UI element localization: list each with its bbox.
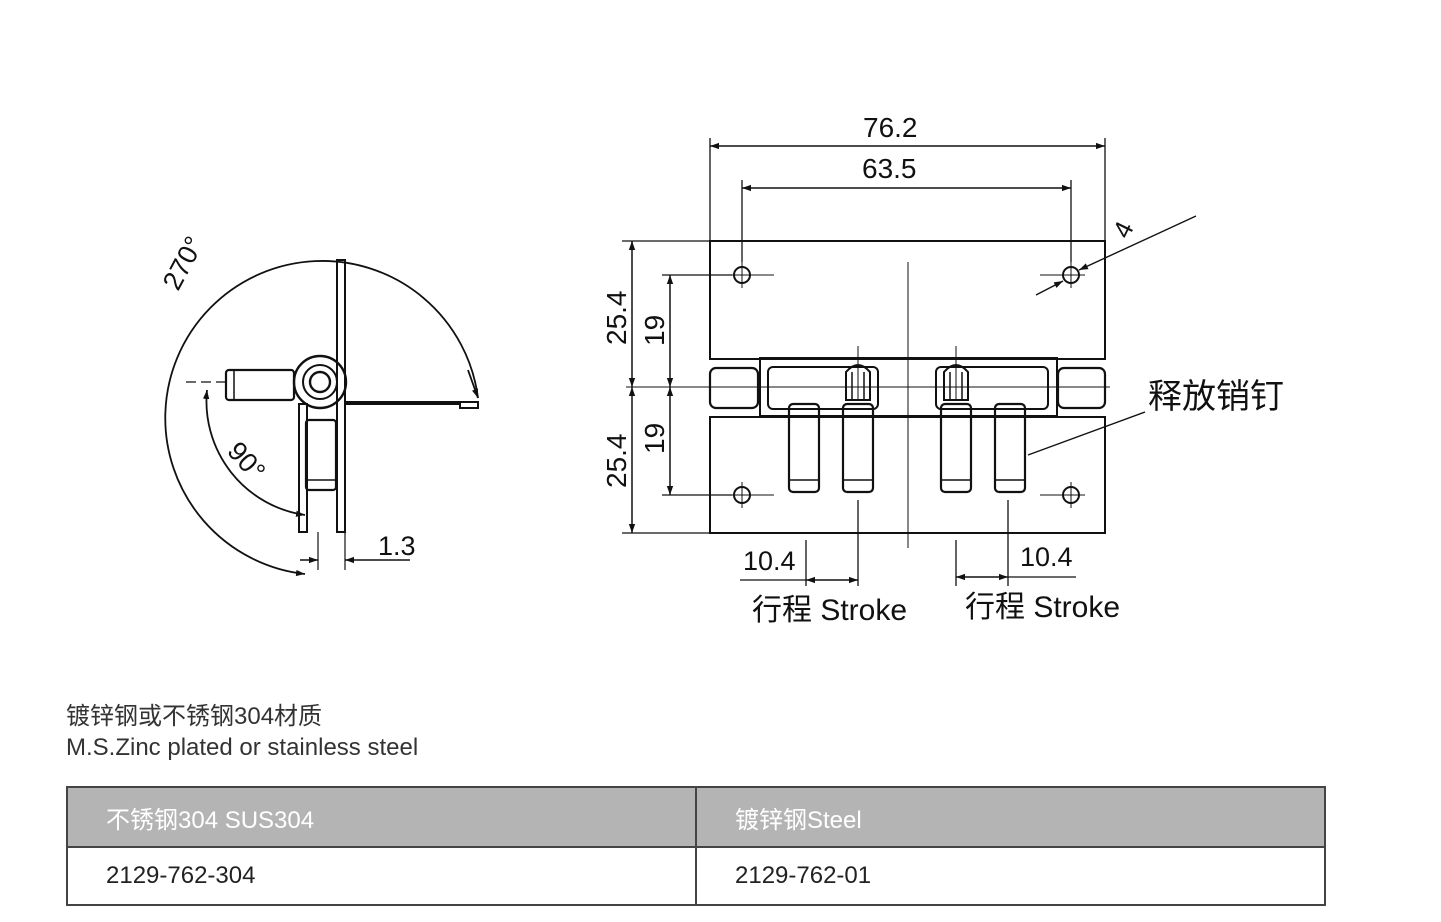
front-view (622, 138, 1197, 586)
dim-overall-width: 76.2 (863, 112, 918, 143)
release-pin-label: 释放销钉 (1148, 378, 1284, 416)
plunger-1 (787, 402, 821, 494)
angle-90-label: 90° (222, 436, 272, 486)
horizontal-leaf (344, 401, 479, 409)
dim-stroke-left: 10.4 (743, 546, 796, 576)
dim-height-lower: 25.4 (601, 434, 632, 489)
plunger-2 (841, 402, 875, 494)
header-steel: 镀锌钢Steel (695, 786, 1326, 848)
arc-90 (202, 389, 306, 517)
part-number-sus304: 2129-762-304 (66, 846, 697, 906)
header-sus304: 不锈钢304 SUS304 (66, 786, 697, 848)
knuckle-end-right (1056, 366, 1107, 410)
part-number-table: 不锈钢304 SUS304 镀锌钢Steel 2129-762-304 2129… (66, 786, 1326, 906)
table-row: 2129-762-304 2129-762-01 (66, 846, 1326, 906)
plunger-3 (939, 402, 973, 494)
side-view (164, 259, 479, 577)
centre-lines (626, 262, 1110, 548)
knuckle-end-left (708, 366, 760, 410)
dim-height-upper: 25.4 (601, 291, 632, 346)
arc-270 (164, 260, 479, 577)
knuckle (292, 354, 348, 410)
dim-hole-dia: 4 (1106, 216, 1139, 242)
dim-hole-offset-lower: 19 (639, 423, 670, 454)
vertical-leaf (336, 259, 346, 533)
table-header-row: 不锈钢304 SUS304 镀锌钢Steel (66, 786, 1326, 848)
stroke-label-right: 行程 Stroke (965, 591, 1120, 624)
part-number-steel: 2129-762-01 (695, 846, 1326, 906)
material-english: M.S.Zinc plated or stainless steel (66, 734, 419, 761)
dim-stroke-right: 10.4 (1020, 542, 1073, 572)
material-chinese: 镀锌钢或不锈钢304材质 (66, 703, 323, 730)
plunger-vertical (304, 418, 338, 492)
stroke-label-left: 行程 Stroke (752, 594, 907, 627)
dim-hole-offset-upper: 19 (639, 315, 670, 346)
technical-drawing: 270° 90° 1.3 (157, 112, 1284, 627)
dim-hole-spacing: 63.5 (862, 153, 917, 184)
thickness-label: 1.3 (378, 531, 416, 561)
plunger-4 (993, 402, 1027, 494)
plunger-horizontal (224, 368, 296, 402)
angle-270-label: 270° (157, 231, 210, 294)
